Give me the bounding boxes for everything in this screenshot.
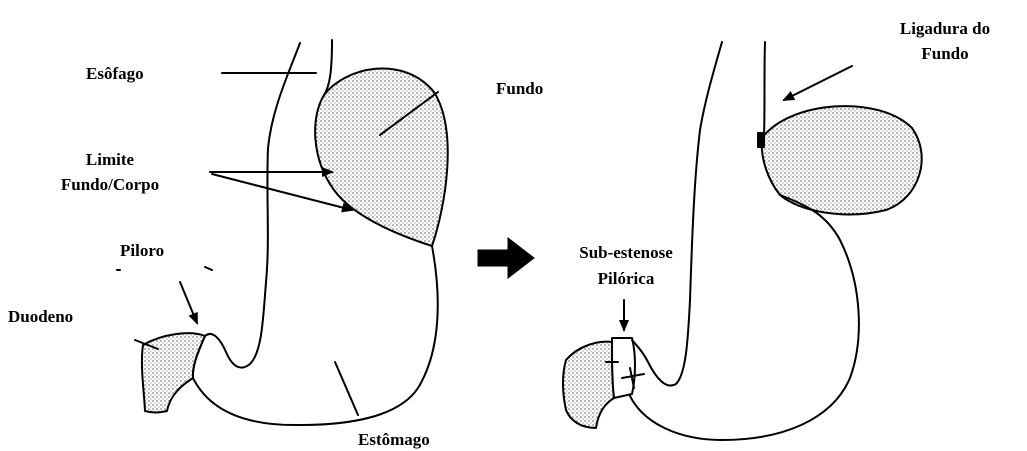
label-esofago: Esôfago	[86, 64, 144, 84]
stray-mark-2	[205, 267, 212, 270]
label-fundo: Fundo	[496, 79, 543, 99]
label-limite-line2: Fundo/Corpo	[20, 175, 200, 195]
duodenum-region-left	[142, 333, 205, 412]
esophagus-right	[764, 42, 765, 134]
label-subestenose-line2: Pilórica	[540, 269, 712, 289]
label-piloro: Piloro	[120, 241, 164, 261]
fundus-region-left	[315, 68, 448, 246]
right-arrow-icon	[478, 238, 534, 278]
label-ligadura-line2: Fundo	[870, 44, 1020, 64]
greater-curvature-right	[630, 195, 859, 440]
lesser-curvature-right	[632, 42, 722, 386]
estomago-pointer	[335, 362, 358, 415]
duodenum-region-right	[563, 342, 614, 428]
label-duodeno: Duodeno	[8, 307, 73, 327]
label-ligadura-line1: Ligadura do	[870, 19, 1020, 39]
pyloric-stenosis-band	[612, 338, 635, 398]
label-limite-line1: Limite	[20, 150, 200, 170]
label-estomago: Estômago	[358, 430, 430, 450]
lesser-curvature-left	[205, 43, 300, 368]
ligature-tie	[758, 133, 764, 147]
greater-curvature-body-left	[193, 246, 438, 425]
label-subestenose-line1: Sub-estenose	[540, 243, 712, 263]
piloro-arrow	[180, 282, 197, 323]
normal-stomach	[117, 40, 448, 425]
ligated-stomach	[563, 42, 922, 440]
ligadura-arrow	[784, 66, 852, 100]
